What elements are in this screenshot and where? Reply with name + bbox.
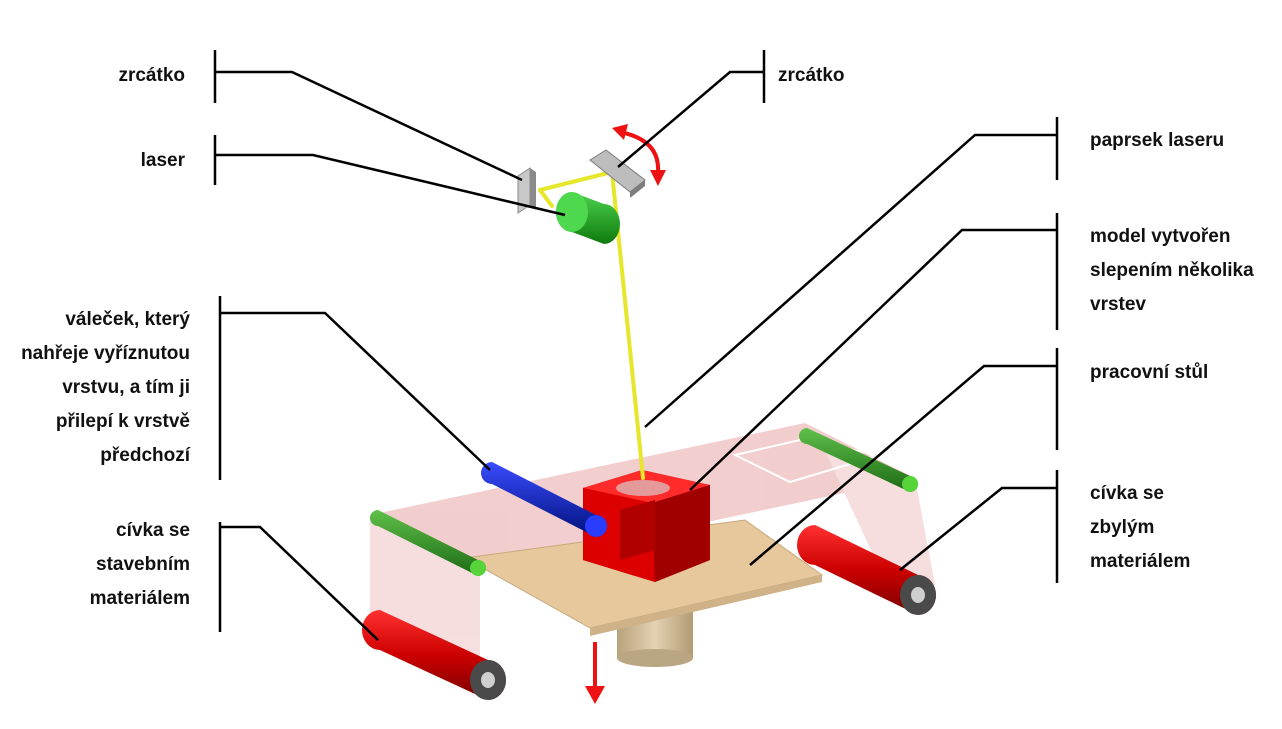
label-laser: laser [140, 150, 185, 171]
heated-roller [481, 462, 607, 537]
label-model: model vytvořen slepením několika vrstev [1090, 220, 1254, 322]
label-work-table: pracovní stůl [1090, 362, 1209, 383]
guide-roller-right [799, 428, 918, 492]
label-supply-roll-line-3: materiálem [89, 588, 190, 609]
label-heated-roller-line-1: váleček, který [65, 309, 190, 330]
label-mirror-left: zrcátko [118, 65, 185, 86]
label-waste-roll-line-3: materiálem [1090, 551, 1191, 572]
label-mirror-right: zrcátko [778, 65, 845, 86]
label-heated-roller: váleček, který nahřeje vyříznutou vrstvu… [21, 303, 190, 473]
label-waste-roll-line-1: cívka se [1090, 483, 1164, 504]
label-laser-beam: paprsek laseru [1090, 130, 1225, 151]
supply-roll [362, 610, 506, 700]
mirror-right [589, 149, 646, 198]
label-model-line-3: vrstev [1090, 294, 1146, 315]
label-heated-roller-line-5: předchozí [100, 445, 190, 466]
label-waste-roll-line-2: zbylým [1090, 517, 1155, 538]
label-heated-roller-line-3: vrstvu, a tím ji [62, 377, 190, 398]
model-block [583, 470, 710, 582]
label-supply-roll-line-2: stavebním [96, 554, 190, 575]
guide-roller-left [370, 510, 486, 576]
label-heated-roller-line-4: přilepí k vrstvě [55, 411, 190, 432]
label-waste-roll: cívka se zbylým materiálem [1090, 477, 1190, 579]
label-model-line-2: slepením několika [1090, 260, 1254, 281]
waste-roll [797, 525, 936, 615]
label-heated-roller-line-2: nahřeje vyříznutou [21, 343, 190, 364]
table-lowering-arrow [585, 642, 605, 704]
label-supply-roll-line-1: cívka se [116, 520, 190, 541]
laser-source [556, 192, 620, 244]
leader-lines [213, 50, 1059, 641]
label-model-line-1: model vytvořen [1090, 226, 1231, 247]
label-supply-roll: cívka se stavebním materiálem [90, 514, 190, 616]
mirror-rotation-arrow [612, 124, 666, 186]
